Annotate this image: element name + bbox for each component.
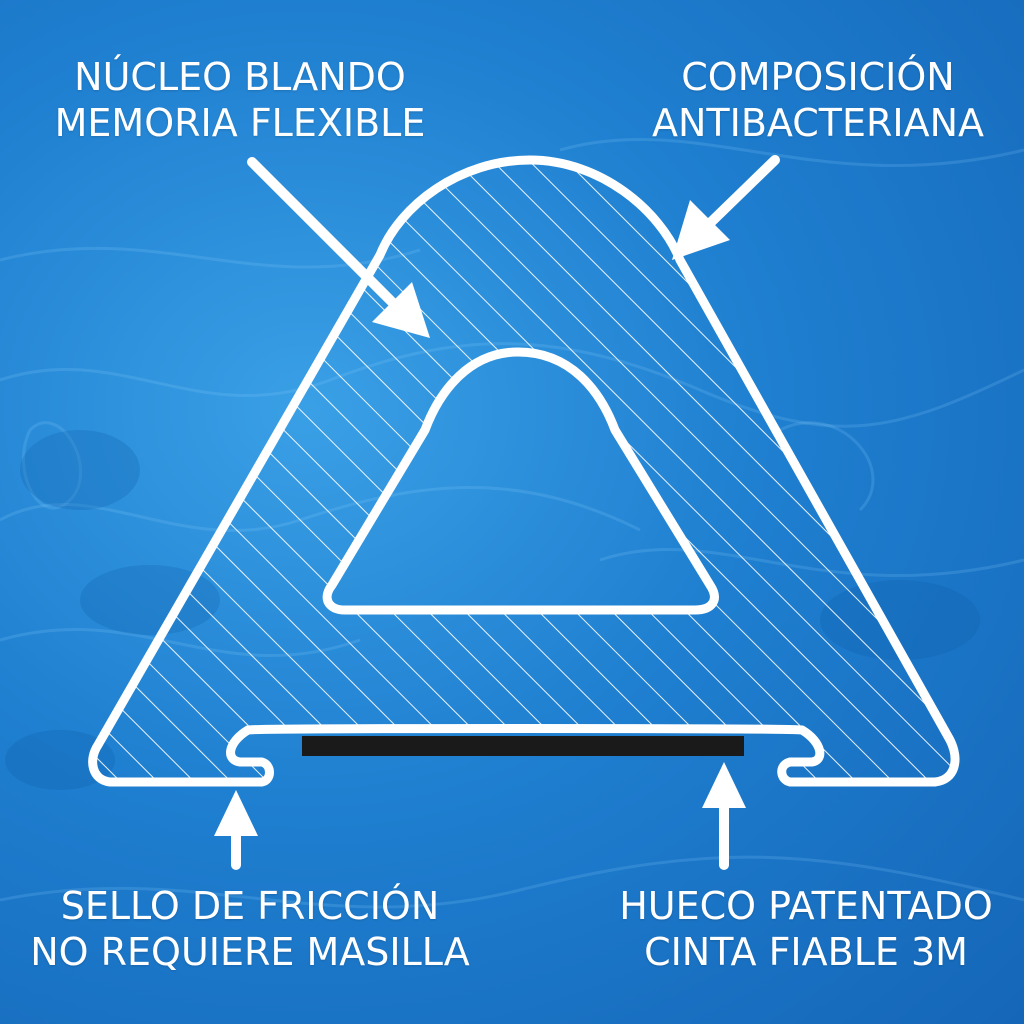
arrow-bottom-right	[702, 762, 746, 870]
inner-hollow-core	[322, 347, 719, 615]
label-antibacterial: COMPOSICIÓN ANTIBACTERIANA	[618, 54, 1018, 146]
label-patented-groove-line2: CINTA FIABLE 3M	[644, 930, 968, 974]
label-patented-groove-line1: HUECO PATENTADO	[619, 884, 993, 928]
label-antibacterial-line1: COMPOSICIÓN	[681, 55, 955, 99]
seal-body	[88, 155, 960, 787]
label-friction-seal-line2: NO REQUIERE MASILLA	[30, 930, 470, 974]
arrow-top-left	[247, 157, 430, 338]
label-soft-core-line2: MEMORIA FLEXIBLE	[54, 101, 426, 145]
label-patented-groove: HUECO PATENTADO CINTA FIABLE 3M	[596, 883, 1016, 975]
arrow-top-right	[672, 155, 780, 260]
adhesive-tape-strip	[302, 736, 744, 756]
label-antibacterial-line2: ANTIBACTERIANA	[651, 101, 985, 145]
arrow-bottom-left	[214, 790, 258, 870]
label-soft-core-line1: NÚCLEO BLANDO	[74, 55, 406, 99]
label-soft-core: NÚCLEO BLANDO MEMORIA FLEXIBLE	[20, 54, 460, 146]
label-friction-seal: SELLO DE FRICCIÓN NO REQUIERE MASILLA	[10, 883, 490, 975]
label-friction-seal-line1: SELLO DE FRICCIÓN	[60, 884, 440, 928]
